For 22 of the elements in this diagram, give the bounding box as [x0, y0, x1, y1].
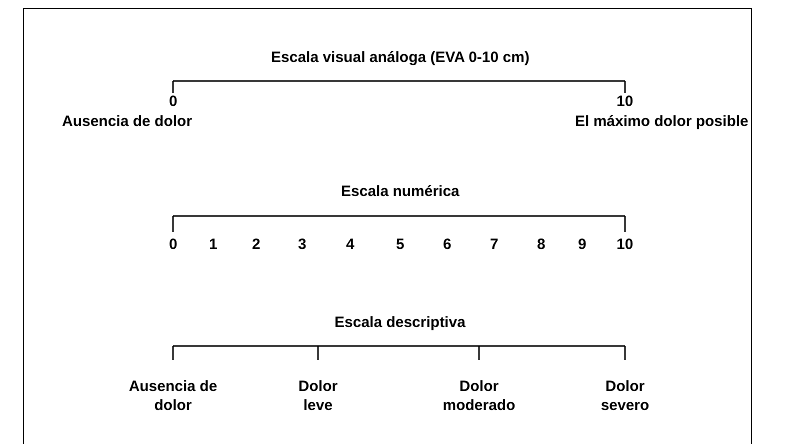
- tick-label: 4: [346, 234, 354, 254]
- tick-label: 10: [616, 234, 634, 254]
- tick-label: 0: [169, 92, 178, 110]
- tick-label: 9: [578, 234, 586, 254]
- tick-label: 8: [537, 234, 546, 254]
- tick-label: 6: [443, 234, 452, 254]
- tick-label: 7: [490, 234, 498, 254]
- scale-title: Escala visual análoga (EVA 0-10 cm): [271, 48, 530, 66]
- tick-label: 1: [209, 234, 218, 254]
- tick-label: 10: [616, 92, 634, 110]
- descriptor-label: Dolor leve: [297, 377, 339, 415]
- tick-label: 5: [396, 234, 404, 254]
- tick-label: 2: [252, 234, 260, 254]
- descriptor-label: Ausencia de dolor: [128, 377, 218, 415]
- descriptor-label: Dolor moderado: [442, 377, 516, 415]
- tick-label: 0: [169, 234, 178, 254]
- scale-title: Escala descriptiva: [334, 312, 466, 332]
- anchor-label: Ausencia de dolor: [62, 112, 192, 130]
- scale-title: Escala numérica: [341, 182, 460, 200]
- tick-label: 3: [298, 234, 306, 254]
- anchor-label: El máximo dolor posible: [575, 112, 748, 130]
- descriptor-label: Dolor severo: [600, 377, 650, 415]
